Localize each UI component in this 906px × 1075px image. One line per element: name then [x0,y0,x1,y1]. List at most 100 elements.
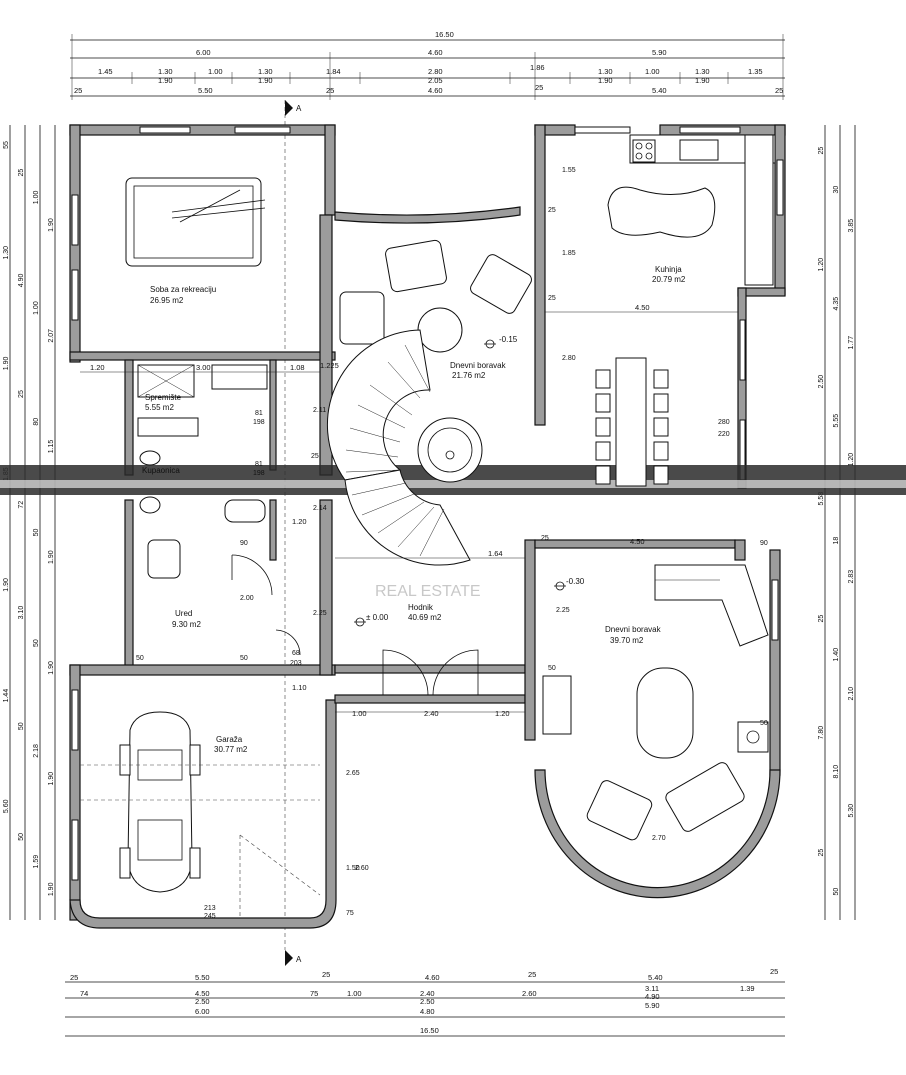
dim-top-r3-1: 1.30 [158,67,173,76]
right-dims-label: 5.58 [818,492,825,506]
room-storage-name: Spremište [145,393,182,402]
left-dims-label: 25 [18,390,25,398]
level-3: -0.30 [566,577,585,586]
dim-top-total: 16.50 [435,30,454,39]
right-dims-label: 5.55 [833,414,840,428]
svg-text:198: 198 [253,419,265,426]
dim-top-r3-0: 1.45 [98,67,113,76]
hall-doors [275,629,479,696]
toilet-fixtures [139,450,266,523]
room-kitchen-area: 20.79 m2 [652,275,686,284]
svg-text:2.25: 2.25 [313,610,327,617]
dim-top-r3b-3: 1.90 [598,76,613,85]
left-dimension-lines [9,125,56,920]
left-dims-label: 2.18 [33,744,40,758]
bottom-dimension-lines: 25 5.50 25 4.60 25 5.40 25 74 4.50 75 1.… [65,967,785,1037]
svg-text:5.90: 5.90 [645,1001,660,1010]
svg-text:1.08: 1.08 [290,363,305,372]
svg-text:198: 198 [253,470,265,477]
svg-text:2.60: 2.60 [355,865,369,872]
right-dimension-lines [824,125,856,920]
svg-text:25: 25 [770,967,778,976]
svg-text:50: 50 [760,720,768,727]
left-dims-label: 1.30 [3,246,10,260]
dim-top-r4-1: 5.50 [198,86,213,95]
svg-text:1.10: 1.10 [292,683,307,692]
right-dims-label: 5.30 [848,804,855,818]
dim-top-r3-8: 1.00 [645,67,660,76]
svg-text:2.50: 2.50 [195,997,210,1006]
room-labels: Soba za rekreaciju 26.95 m2 Spremište 5.… [142,265,686,754]
left-dims-label: 3.10 [18,606,25,620]
left-dims-label: 1.90 [48,218,55,232]
section-mark-bottom: A [285,950,302,966]
left-dims-label: 2.07 [48,329,55,343]
room-bath-name: Kupaonica [142,466,180,475]
room-recreation-area: 26.95 m2 [150,296,184,305]
room-hall-name: Hodnik [408,603,434,612]
svg-text:A: A [296,955,302,964]
left-dims-label: 1.15 [48,440,55,454]
left-dims-label: 50 [33,639,40,647]
svg-text:16.50: 16.50 [420,1026,439,1035]
left-dims-label: 50 [33,528,40,536]
svg-text:213: 213 [204,905,216,912]
right-dims-label: 7.80 [818,726,825,740]
svg-text:A: A [296,104,302,113]
svg-text:1.85: 1.85 [562,250,576,257]
svg-text:25: 25 [548,207,556,214]
left-dims-label: 1.90 [3,357,10,371]
living-room-lounge [542,564,769,841]
dining-chair [595,393,611,413]
svg-text:1.20: 1.20 [292,517,307,526]
office-furniture [147,539,273,596]
svg-text:4.60: 4.60 [425,973,440,982]
dim-top-r3-9: 1.30 [695,67,710,76]
svg-text:1.20: 1.20 [90,363,105,372]
svg-text:203: 203 [290,660,302,667]
svg-text:2.40: 2.40 [424,709,439,718]
dim-top-r4-5: 5.40 [652,86,667,95]
room-office-name: Ured [175,609,192,618]
level-markers: -0.15 ± 0.00 -0.30 [354,335,585,627]
dining-chair [653,369,669,389]
right-dims-label: 1.20 [848,453,855,467]
garage-markings [80,764,321,918]
dining-chair [595,441,611,461]
dim-top-r3-2: 1.00 [208,67,223,76]
right-dims-label: 1.20 [818,258,825,272]
svg-text:2.60: 2.60 [522,989,537,998]
svg-text:2.40: 2.40 [420,989,435,998]
svg-text:4.50: 4.50 [635,303,650,312]
right-dims-label: 1.40 [833,648,840,662]
left-dims-label: 4.90 [18,274,25,288]
svg-text:3.11: 3.11 [645,984,659,993]
dining-chair [653,417,669,437]
svg-text:25: 25 [311,453,319,460]
car [119,711,201,893]
left-dims-label: 72 [18,501,25,509]
left-dims-label: 1.90 [3,578,10,592]
dining-chair [653,441,669,461]
svg-text:2.25: 2.25 [556,607,570,614]
svg-text:2.50: 2.50 [420,997,435,1006]
room-living-upper-name: Dnevni boravak [450,361,507,370]
svg-text:68: 68 [292,650,300,657]
right-dims-label: 2.50 [818,375,825,389]
svg-text:5.50: 5.50 [195,973,210,982]
billiard-table [125,177,266,267]
level-1: -0.15 [499,335,518,344]
storage-shelving [137,364,268,437]
svg-text:4.50: 4.50 [195,989,210,998]
svg-text:2.70: 2.70 [652,835,666,842]
svg-text:1.39: 1.39 [740,984,755,993]
room-living-lower-name: Dnevni boravak [605,625,662,634]
dim-top-r3b-4: 1.90 [695,76,710,85]
right-dims-label: 8.10 [833,765,840,779]
spiral-staircase [326,329,483,566]
dim-top-r3b-0: 1.90 [158,76,173,85]
svg-text:280: 280 [718,419,730,426]
dining-chair [653,393,669,413]
left-dims-label: 1.00 [33,190,40,204]
svg-text:25: 25 [322,970,330,979]
